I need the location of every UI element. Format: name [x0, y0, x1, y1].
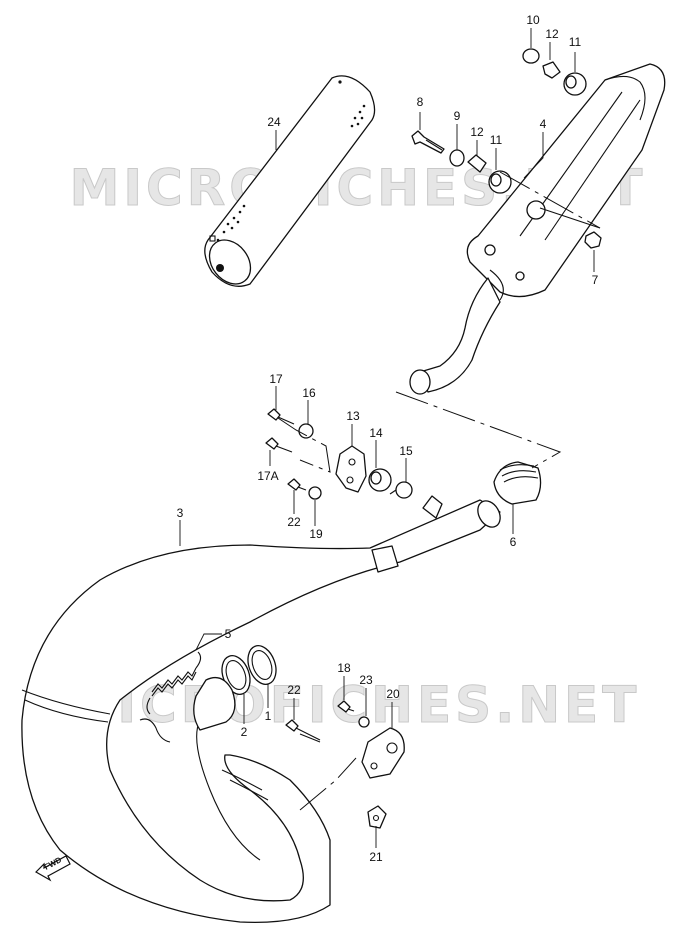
- grommet-11-lower: [488, 170, 512, 194]
- dash-bolt-lower: [299, 733, 321, 743]
- label-12-lower: 12: [470, 125, 484, 139]
- label-21: 21: [369, 850, 383, 864]
- dash-bracket-lower: [299, 757, 357, 811]
- label-13: 13: [346, 409, 360, 423]
- grommet-14: [368, 468, 392, 492]
- connector-6: [493, 461, 542, 505]
- label-2: 2: [241, 725, 248, 739]
- watermark-bottom: MICROFICHES.NET: [64, 676, 641, 734]
- bolt-18: [337, 700, 355, 713]
- bolt-22-upper: [287, 478, 307, 491]
- label-15: 15: [399, 444, 413, 458]
- washer-16: [298, 423, 314, 439]
- label-24: 24: [267, 115, 281, 129]
- collar-12-lower: [467, 154, 487, 173]
- bolt-17a: [265, 437, 293, 453]
- label-18: 18: [337, 661, 351, 675]
- washer-9: [449, 149, 465, 167]
- pipe-flange: [193, 676, 236, 731]
- label-11-upper: 11: [569, 35, 582, 49]
- bracket-20: [361, 727, 405, 779]
- label-8: 8: [417, 95, 424, 109]
- leader-lines: [179, 28, 595, 848]
- gasket-1: [247, 645, 277, 685]
- label-5: 5: [225, 627, 232, 641]
- fwd-arrow-icon: FWD: [35, 855, 71, 882]
- dash-connector: [395, 391, 562, 469]
- muffler: [409, 63, 666, 395]
- dash-bracket: [277, 417, 331, 473]
- nut-7: [584, 231, 602, 249]
- collar-15: [389, 481, 413, 499]
- label-6: 6: [510, 535, 517, 549]
- label-19: 19: [309, 527, 323, 541]
- label-11-lower: 11: [490, 133, 503, 147]
- label-3: 3: [177, 506, 184, 520]
- muffler-bolt: [411, 130, 445, 154]
- label-4: 4: [540, 117, 547, 131]
- label-16: 16: [302, 386, 316, 400]
- exhaust-pipe: [21, 495, 501, 924]
- clip: [139, 718, 171, 743]
- silencer-cover: [204, 75, 376, 287]
- spring-5: [146, 651, 202, 715]
- label-9: 9: [454, 109, 461, 123]
- washer-23: [358, 716, 370, 728]
- washer-19: [308, 486, 322, 500]
- label-22-upper: 22: [287, 515, 301, 529]
- label-14: 14: [369, 426, 383, 440]
- washer-10: [522, 48, 540, 64]
- label-23: 23: [359, 673, 373, 687]
- label-1: 1: [265, 709, 272, 723]
- label-22-lower: 22: [287, 683, 301, 697]
- nut-21: [367, 805, 387, 829]
- dash-mount: [499, 171, 601, 229]
- label-20: 20: [386, 687, 400, 701]
- label-7: 7: [592, 273, 599, 287]
- bracket-13: [335, 445, 367, 493]
- label-17: 17: [269, 372, 283, 386]
- bolt-22-lower: [285, 719, 321, 741]
- collar-12-upper: [542, 61, 561, 79]
- bolt-17: [267, 408, 295, 425]
- label-17a: 17A: [257, 469, 278, 483]
- label-12-upper: 12: [545, 27, 559, 41]
- label-10: 10: [526, 13, 540, 27]
- grommet-11-upper: [563, 72, 587, 96]
